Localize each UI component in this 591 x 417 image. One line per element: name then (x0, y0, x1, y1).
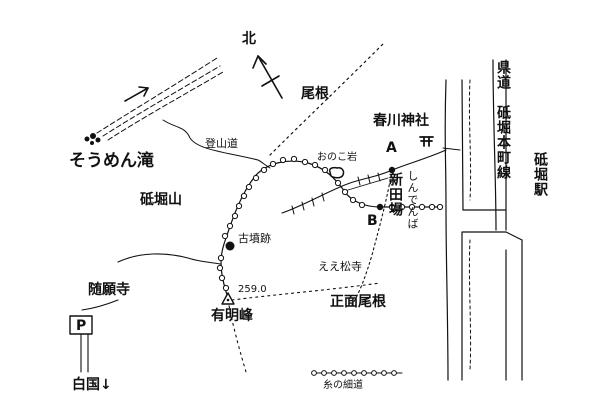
main-trail (220, 160, 441, 299)
trail-beads (216, 155, 444, 292)
parking-icon (69, 315, 93, 335)
station-label: 砥堀駅 (532, 152, 548, 197)
parking-road (81, 299, 119, 311)
shinden-reading-label: しんでんば (406, 170, 419, 230)
shrine-label: 春川神社 (373, 113, 429, 129)
elevation-label: 259.0 (238, 284, 267, 295)
secondary-trail-ticks (291, 172, 381, 215)
ariake-peak-label: 有明峰 (211, 308, 253, 324)
shinden-field-label: 新田場 (387, 172, 403, 217)
zuiganji-label: 随願寺 (88, 282, 130, 298)
point-a-marker (388, 166, 396, 174)
legend-trail-sample (311, 370, 403, 376)
climbing-path-label: 登山道 (205, 137, 238, 150)
summit-triangle-icon (221, 292, 235, 305)
leader-line (347, 177, 389, 191)
somen-falls-rocks (84, 133, 101, 145)
eematsu-dotted-path (351, 169, 393, 306)
tomb-ruins-marker (225, 241, 235, 251)
ridge-label: 尾根 (301, 86, 329, 102)
parking-label: P (76, 318, 87, 334)
shomen-ridge-line (231, 282, 381, 301)
shrine-torii-icon (419, 136, 434, 147)
shiroguni-road (80, 331, 89, 373)
south-dotted-line (227, 299, 247, 373)
shiroguni-label: 白国↓ (72, 377, 112, 393)
secondary-trail (281, 169, 393, 214)
shomen-ridge-label: 正面尾根 (330, 294, 386, 310)
prefectural-road-label: 県道 砥堀本町線 (495, 60, 511, 180)
point-b-marker (376, 203, 384, 211)
point-b-label: B (367, 213, 378, 229)
right-side-lines (444, 59, 523, 381)
onoko-rock-icon (328, 166, 345, 179)
flow-arrow-icon (124, 86, 149, 102)
legend-trail-label: 糸の細道 (323, 380, 363, 391)
onoko-rock-label: おのこ岩 (317, 152, 357, 163)
north-arrow-icon (252, 55, 283, 99)
north-label: 北 (242, 31, 256, 47)
stream-lines (96, 57, 224, 141)
somen-falls-label: そうめん滝 (69, 151, 154, 171)
river-wiggle (468, 79, 472, 371)
climbing-path-line (162, 119, 271, 169)
point-a-label: A (386, 140, 397, 156)
mountain-label: 砥堀山 (140, 192, 182, 208)
tomb-ruins-label: 古墳跡 (238, 232, 271, 245)
path-a-to-road (391, 149, 447, 171)
eematsu-temple-label: ええ松寺 (318, 260, 362, 273)
zuiganji-road (117, 253, 221, 265)
